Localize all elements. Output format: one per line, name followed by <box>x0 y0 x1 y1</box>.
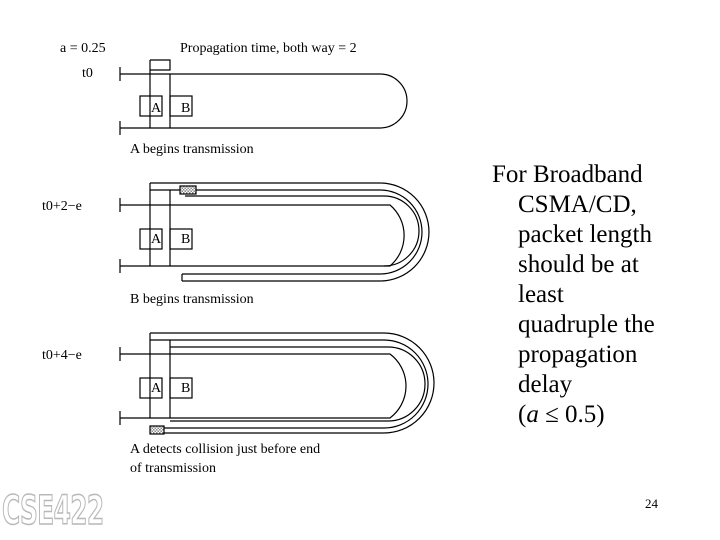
panel-1-time-label: t0 <box>82 66 93 81</box>
side-line: CSMA/CD, <box>518 191 637 218</box>
panel-2-station-b: B <box>181 232 191 247</box>
side-condition: (a ≤ 0.5) <box>518 401 605 428</box>
panel-2-collision-marker <box>179 185 197 195</box>
panel-2-signal-b <box>185 195 420 267</box>
panel-3-caption: A detects collision just before end <box>130 442 321 457</box>
course-logo: CSE422 <box>2 487 105 535</box>
panel-2-caption: B begins transmission <box>130 292 254 307</box>
panel-3-station-b: B <box>181 381 191 396</box>
side-line: should be at <box>518 251 639 278</box>
condition-variable: a <box>526 401 539 428</box>
panel-1-station-b-box <box>169 95 193 117</box>
panel-2-station-a-box <box>139 228 163 250</box>
panel-2-signal-a <box>150 182 430 282</box>
panel-2-time-label: t0+2−e <box>42 199 82 214</box>
side-line: packet length <box>518 221 652 248</box>
side-line: quadruple the <box>518 311 655 338</box>
panel-2-station-b-box <box>169 228 193 250</box>
page-number: 24 <box>645 496 658 511</box>
panel-3-time-label: t0+4−e <box>42 348 82 363</box>
side-line: propagation <box>518 341 638 368</box>
panel-1-station-b: B <box>181 101 191 116</box>
panel-2-station-a: A <box>151 232 162 247</box>
panel-3-collision-marker <box>149 425 165 435</box>
panel-1-station-a: A <box>151 101 162 116</box>
panel-3-station-a-box <box>139 377 163 399</box>
propagation-time-bracket <box>150 59 171 71</box>
propagation-time-label: Propagation time, both way = 2 <box>180 41 357 56</box>
side-line: delay <box>518 371 573 398</box>
side-explanation: For Broadband CSMA/CD, packet length sho… <box>492 160 707 430</box>
panel-3-station-b-box <box>169 377 193 399</box>
panel-3-caption-line2: of transmission <box>130 461 216 476</box>
panel-3-signal-b <box>170 346 426 422</box>
panel-1-bus <box>119 60 408 135</box>
panel-3-signal-a <box>150 332 435 434</box>
panel-3-station-a: A <box>151 381 162 396</box>
param-a-label: a = 0.25 <box>60 41 106 56</box>
panel-1-caption: A begins transmission <box>130 142 254 157</box>
panel-1-station-a-box <box>139 95 163 117</box>
panel-2-bus <box>119 183 405 273</box>
side-line: least <box>518 281 564 308</box>
side-line: For Broadband <box>492 161 643 188</box>
